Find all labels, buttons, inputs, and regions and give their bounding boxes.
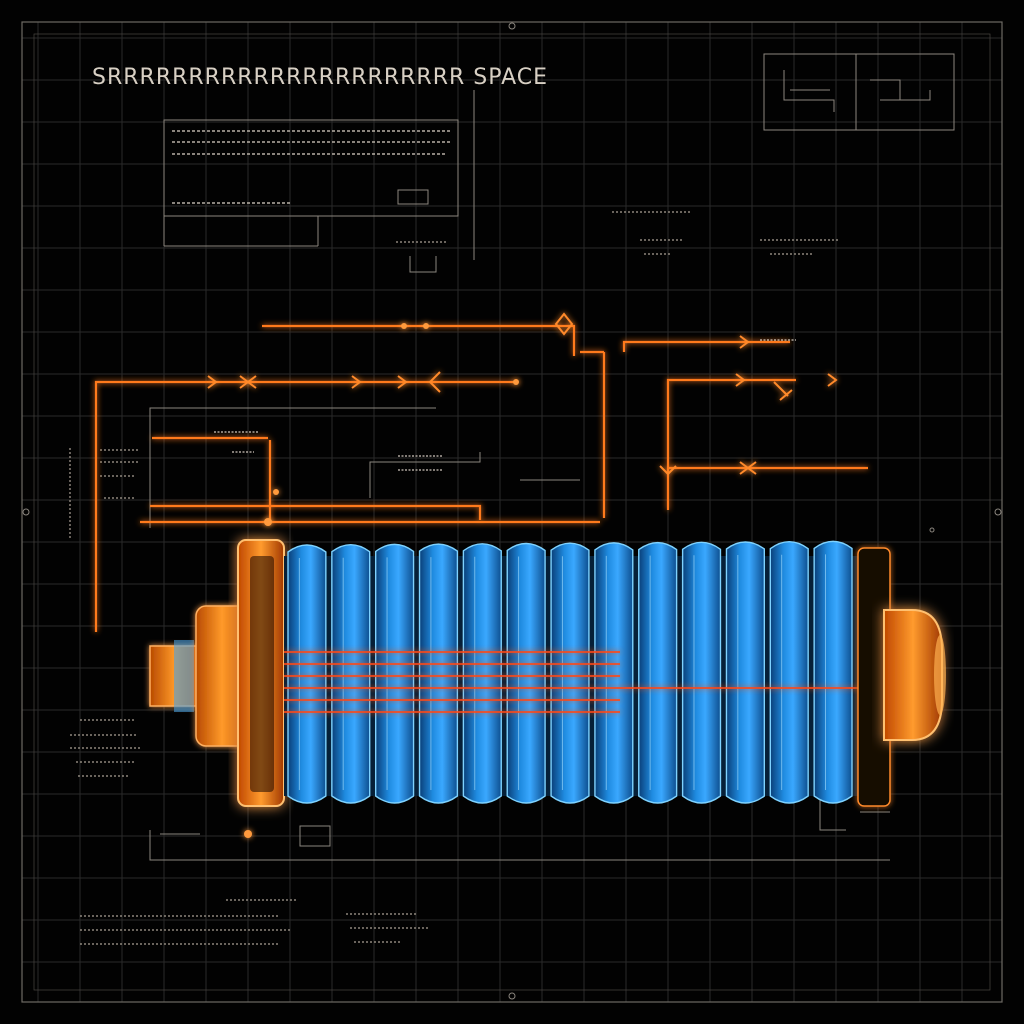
radiator-fin bbox=[769, 541, 809, 804]
radiator-fin bbox=[594, 542, 634, 804]
radiator-fin bbox=[550, 542, 590, 804]
power-wiring bbox=[94, 324, 868, 632]
grid-lines bbox=[22, 22, 1002, 1002]
gray-schematic-traces bbox=[149, 256, 890, 861]
radiator-fin bbox=[813, 540, 853, 804]
radiator-fin bbox=[331, 544, 371, 804]
radiator-fin bbox=[374, 543, 415, 804]
title-block-table bbox=[163, 90, 475, 260]
arrow-icon bbox=[207, 312, 838, 476]
title-block-text-lines bbox=[172, 130, 450, 204]
crosshair-icon bbox=[22, 22, 1002, 1000]
radiator-fin bbox=[462, 543, 502, 804]
right-dome bbox=[883, 609, 943, 741]
drawing-frame bbox=[21, 21, 1003, 1003]
radiator-fin bbox=[418, 543, 459, 804]
radiator-assembly bbox=[149, 539, 946, 807]
radiator-fin bbox=[506, 542, 546, 804]
wire-labels bbox=[214, 339, 796, 471]
diagram-title: SRRRRRRRRRRRRRRRRRRRRRR SPACE bbox=[92, 65, 548, 90]
radiator-fins bbox=[287, 540, 853, 804]
radiator-fin bbox=[287, 544, 327, 804]
axle-insulator bbox=[174, 640, 194, 712]
radiator-fin bbox=[681, 541, 722, 804]
legend-box bbox=[763, 53, 955, 131]
radiator-fin bbox=[725, 541, 766, 804]
radiator-fin bbox=[638, 541, 678, 804]
heating-element bbox=[284, 651, 900, 713]
annotation-marks bbox=[69, 211, 840, 945]
junction-dot-icon bbox=[244, 323, 519, 838]
